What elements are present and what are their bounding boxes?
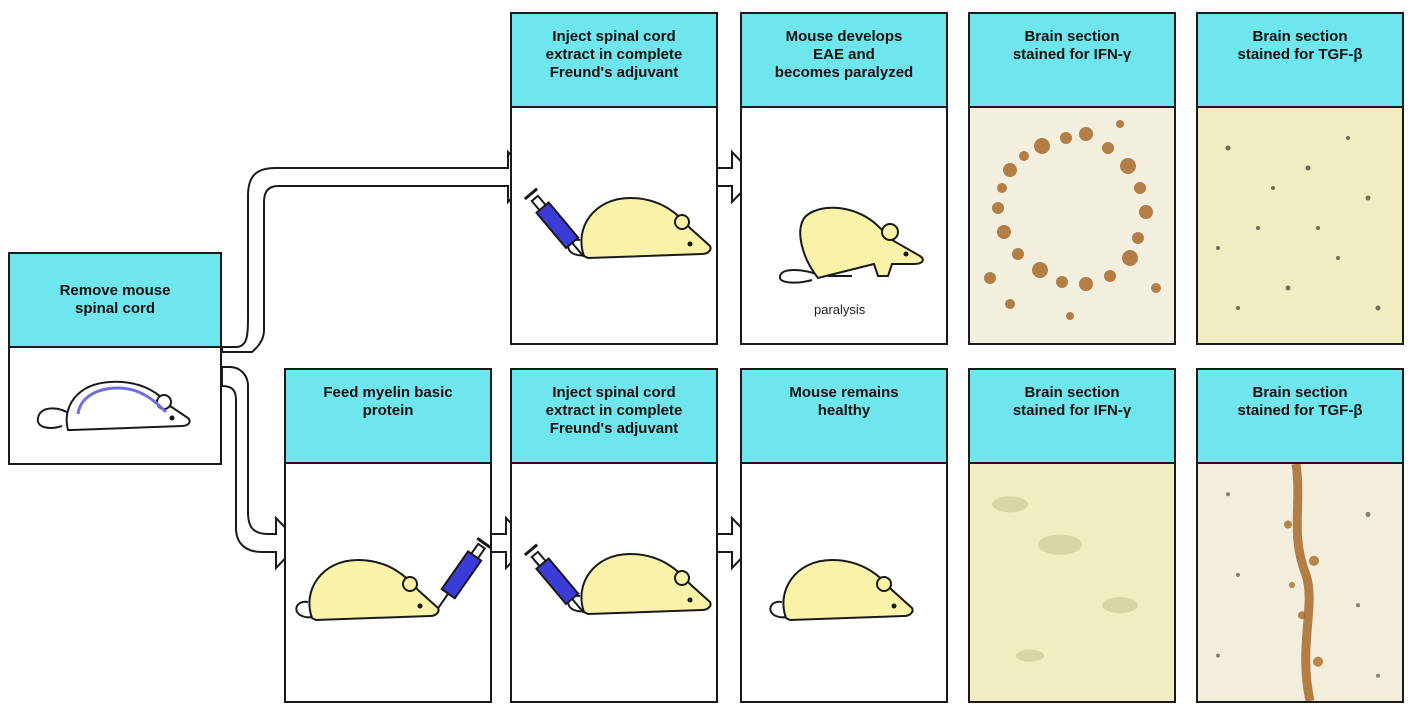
bottom-feed-title: Feed myelin basic protein xyxy=(286,370,490,464)
bottom-outcome-title: Mouse remains healthy xyxy=(742,370,946,464)
bottom-inject-body xyxy=(512,464,716,701)
bottom-feed-body xyxy=(286,464,490,701)
bottom-ifn-brain-section xyxy=(970,464,1174,701)
bottom-inject-panel: Inject spinal cord extract in complete F… xyxy=(510,368,718,703)
arrow-to-top-inject xyxy=(222,152,532,352)
bottom-inject-title: Inject spinal cord extract in complete F… xyxy=(512,370,716,464)
top-inject-panel: Inject spinal cord extract in complete F… xyxy=(510,12,718,345)
top-inject-body xyxy=(512,108,716,343)
syringe-mouse-icon xyxy=(512,108,716,343)
bottom-ifn-title: Brain section stained for IFN-γ xyxy=(970,370,1174,464)
start-panel-body xyxy=(10,348,220,463)
mouse-outline-spinal-cord-icon xyxy=(10,348,224,465)
bottom-outcome-body xyxy=(742,464,946,701)
mouse-fed-syringe-icon xyxy=(286,464,490,699)
top-outcome-title: Mouse develops EAE and becomes paralyzed xyxy=(742,14,946,108)
top-outcome-panel: Mouse develops EAE and becomes paralyzed… xyxy=(740,12,948,345)
top-ifn-title: Brain section stained for IFN-γ xyxy=(970,14,1174,108)
start-panel: Remove mouse spinal cord xyxy=(8,252,222,465)
healthy-mouse-icon xyxy=(742,464,946,699)
bottom-outcome-panel: Mouse remains healthy xyxy=(740,368,948,703)
bottom-tgf-title: Brain section stained for TGF-β xyxy=(1198,370,1402,464)
top-tgf-title: Brain section stained for TGF-β xyxy=(1198,14,1402,108)
top-tgf-brain-section xyxy=(1198,108,1402,343)
top-inject-title: Inject spinal cord extract in complete F… xyxy=(512,14,716,108)
bottom-ifn-panel: Brain section stained for IFN-γ xyxy=(968,368,1176,703)
top-ifn-brain-section xyxy=(970,108,1174,343)
top-tgf-panel: Brain section stained for TGF-β xyxy=(1196,12,1404,345)
syringe-mouse-icon xyxy=(512,464,716,699)
bottom-feed-panel: Feed myelin basic protein xyxy=(284,368,492,703)
start-panel-title: Remove mouse spinal cord xyxy=(10,254,220,348)
top-ifn-panel: Brain section stained for IFN-γ xyxy=(968,12,1176,345)
bottom-tgf-panel: Brain section stained for TGF-β xyxy=(1196,368,1404,703)
paralysis-caption: paralysis xyxy=(814,302,865,317)
bottom-tgf-brain-section xyxy=(1198,464,1402,701)
